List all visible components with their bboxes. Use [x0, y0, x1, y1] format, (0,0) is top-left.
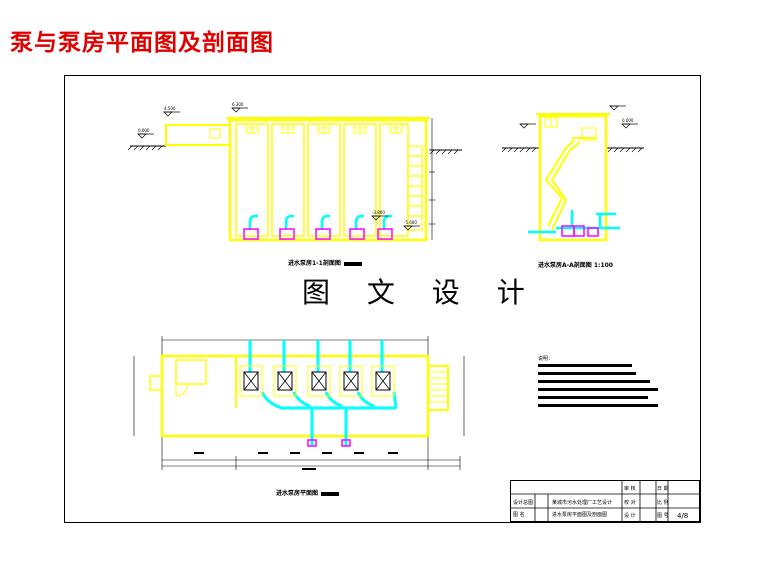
- caption-plan: 进水泵房平面图: [276, 490, 340, 498]
- drawing-sheet-border: [64, 75, 701, 523]
- plan-stair-treads: [428, 371, 448, 403]
- plan-door-swing: [175, 383, 189, 397]
- section-a-a: 0.000: [501, 105, 644, 242]
- pump-hall-aa: [538, 114, 608, 242]
- caption-section-a-a-scale: 1:100: [593, 262, 613, 269]
- caption-section-a-a: 进水泵房A-A剖面图 1:100: [538, 262, 613, 270]
- caption-section-1-1: 进水泵房1-1剖面图: [288, 260, 362, 268]
- elevation-ground-right: 0.000: [622, 118, 634, 123]
- title-block: [510, 480, 700, 522]
- title-block-grid: [510, 480, 700, 522]
- elevation-roof: 6.300: [232, 102, 244, 107]
- staircase-aa: [544, 137, 596, 231]
- discharge-pipes-1-1: [248, 214, 392, 230]
- plan-inlet-pipes: [248, 340, 384, 372]
- tb-date-c: 图 号: [657, 513, 669, 519]
- elevation-gate: 4.500: [164, 106, 176, 111]
- ground-hatch-aa: [501, 147, 643, 153]
- watermark-text: 图 文 设 计: [302, 276, 539, 309]
- notes-title: 说明：: [538, 356, 554, 362]
- tb-drawing-name: 进水泵房平面图及剖面图: [552, 512, 608, 518]
- pumps-1-1: [243, 214, 393, 240]
- scale-bar: [321, 491, 340, 496]
- plan-pump-bases: [239, 365, 395, 397]
- pump-hall-section: [228, 118, 428, 242]
- upper-windows: [245, 123, 403, 134]
- tb-date-a: 日 期: [657, 486, 669, 492]
- section-1-1: 6.300 4.500 0.000 -3.800 -5.600: [127, 102, 462, 242]
- pump-units-1-1: [243, 228, 393, 240]
- ground-hatch-left: [127, 145, 163, 151]
- page-heading: 泵与泵房平面图及剖面图: [10, 29, 274, 56]
- plan-discharge-manifold: [260, 391, 398, 446]
- plan-office-room: [175, 359, 207, 385]
- elevation-marks-1-1: [137, 107, 420, 231]
- window-aa: [544, 117, 597, 141]
- ground-hatch-right: [429, 149, 459, 155]
- pumps-aa: [561, 225, 599, 237]
- tb-sign-b: 校 对: [624, 500, 636, 506]
- plan-ramp: [149, 375, 163, 391]
- plan-dimensions: [133, 336, 465, 470]
- plan-dimension-ticks: [194, 452, 398, 470]
- tb-sheet-number: 4/8: [677, 512, 689, 520]
- dimension-chain-1-1: [429, 118, 435, 240]
- staircase-1-1: [407, 145, 423, 231]
- plan-stair-box: [427, 365, 449, 411]
- scale-bar: [343, 261, 362, 266]
- plan-outlet-valves: [307, 439, 351, 447]
- tb-project-name: 某城市污水处理厂工艺设计: [552, 500, 613, 506]
- caption-plan-text: 进水泵房平面图: [276, 490, 319, 497]
- gate-house-window: [209, 128, 221, 139]
- notes-text-lines: [538, 364, 658, 407]
- elevation-pit-floor: -5.600: [404, 220, 417, 225]
- elevation-marks-aa: [519, 105, 638, 129]
- plan-pump-crosses: [243, 371, 391, 391]
- tb-sign-c: 设 计: [624, 513, 636, 519]
- caption-section-a-a-text: 进水泵房A-A剖面图: [538, 262, 592, 269]
- plan-pump-units: [243, 371, 391, 391]
- caption-section-1-1-text: 进水泵房1-1剖面图: [288, 260, 341, 267]
- pump-house-plan: [133, 336, 465, 470]
- tb-designer-sub: 图 名: [513, 512, 525, 518]
- elevation-pump-axis: -3.800: [372, 210, 385, 215]
- tb-designer-label: 设计总图: [513, 500, 534, 506]
- tb-date-b: 比 例: [657, 500, 669, 506]
- elevation-ground-left: 0.000: [138, 128, 150, 133]
- pipes-aa: [528, 210, 620, 234]
- tb-sign-a: 审 核: [624, 486, 636, 492]
